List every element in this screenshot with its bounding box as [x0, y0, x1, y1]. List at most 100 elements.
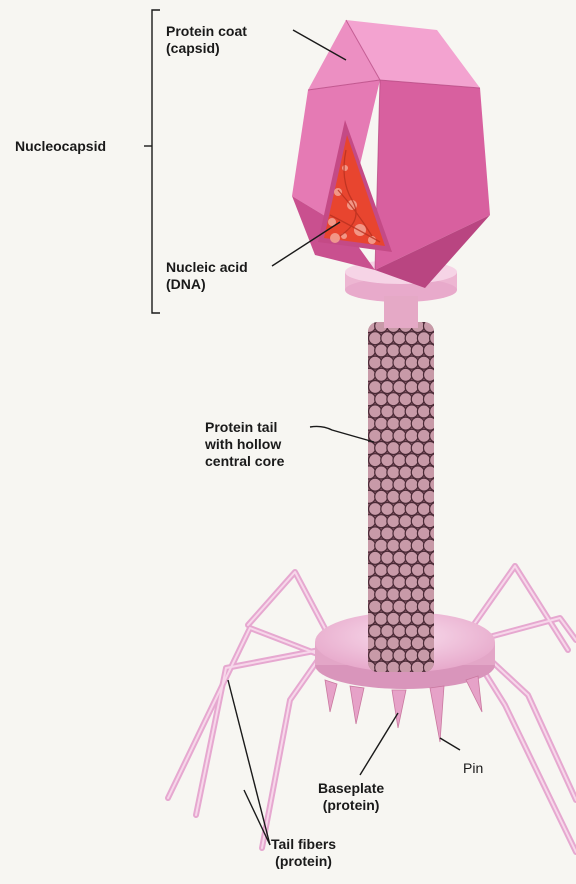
tail-protein-ring: [369, 551, 382, 564]
tail-protein-ring: [369, 649, 382, 662]
tail-protein-ring: [430, 576, 443, 589]
tail-protein-ring: [399, 417, 412, 430]
tail-fibers-line: Tail fibers: [271, 836, 336, 853]
tail-protein-ring: [417, 478, 430, 491]
tail-protein-ring: [387, 368, 400, 381]
tail-protein-ring: [424, 588, 437, 601]
tail-fibers-protein-line: (protein): [271, 853, 336, 870]
tail-protein-ring: [430, 600, 443, 613]
tail-protein-ring: [375, 588, 388, 601]
nucleocapsid-text: Nucleocapsid: [15, 138, 106, 154]
tail-protein-ring: [430, 527, 443, 540]
tail-protein-ring: [363, 466, 376, 479]
tail-protein-ring: [417, 503, 430, 516]
baseplate-protein-line: (protein): [318, 797, 384, 814]
tail-protein-ring: [375, 564, 388, 577]
tail-protein-ring: [411, 442, 424, 455]
tail-fibers-label: Tail fibers (protein): [271, 836, 336, 870]
tail-protein-ring: [417, 576, 430, 589]
tail-protein-ring: [399, 442, 412, 455]
tail-protein-ring: [387, 344, 400, 357]
tail-protein-ring: [424, 490, 437, 503]
tail-protein-ring: [424, 320, 437, 333]
tail-protein-ring: [387, 637, 400, 650]
tail-fiber: [248, 572, 330, 638]
tail-protein-ring: [411, 490, 424, 503]
tail-protein-ring: [381, 551, 394, 564]
tail-protein-ring: [417, 527, 430, 540]
nucleic-acid-label: Nucleic acid (DNA): [166, 259, 248, 293]
dna-line: (DNA): [166, 276, 248, 293]
tail-protein-ring: [363, 564, 376, 577]
tail-protein-ring: [405, 332, 418, 345]
tail-protein-ring: [369, 454, 382, 467]
tail-protein-ring: [381, 576, 394, 589]
tail-protein-ring: [375, 368, 388, 381]
tail-protein-ring: [369, 381, 382, 394]
tail-protein-ring: [381, 625, 394, 638]
tail-protein-ring: [393, 381, 406, 394]
tail-protein-ring: [424, 368, 437, 381]
tail-protein-ring: [411, 637, 424, 650]
tail-protein-ring: [387, 417, 400, 430]
tail-protein-ring: [393, 649, 406, 662]
tail-protein-ring: [399, 515, 412, 528]
hollow-line: with hollow: [205, 436, 284, 453]
protein-coat-label: Protein coat (capsid): [166, 23, 247, 57]
tail-protein-ring: [405, 381, 418, 394]
tail-protein-ring: [375, 612, 388, 625]
tail-protein-ring: [399, 368, 412, 381]
tail-protein-ring: [411, 539, 424, 552]
tail-protein-ring: [424, 466, 437, 479]
pin-label: Pin: [463, 760, 483, 777]
tail-protein-ring: [430, 381, 443, 394]
protein-tail-label: Protein tail with hollow central core: [205, 419, 284, 470]
tail-protein-ring: [399, 466, 412, 479]
tail-protein-ring: [375, 466, 388, 479]
tail-protein-ring: [369, 332, 382, 345]
pin-leader: [440, 738, 460, 750]
tail-protein-ring: [363, 344, 376, 357]
nucleic-acid-line: Nucleic acid: [166, 259, 248, 276]
tail-protein-ring: [393, 600, 406, 613]
tail-protein-ring: [411, 515, 424, 528]
tail-protein-ring: [381, 527, 394, 540]
tail-fibers-leader: [228, 680, 270, 845]
baseplate-label: Baseplate (protein): [318, 780, 384, 814]
tail-protein-ring: [393, 576, 406, 589]
tail-protein-ring: [411, 588, 424, 601]
tail-protein-ring: [405, 527, 418, 540]
tail-fiber: [485, 655, 576, 800]
tail-protein-ring: [405, 649, 418, 662]
tail-protein-ring: [363, 368, 376, 381]
tail-protein-ring: [387, 466, 400, 479]
tail-protein-ring: [375, 344, 388, 357]
tail-protein-ring: [411, 564, 424, 577]
protein-coat-capsid: [292, 20, 490, 288]
tail-protein-ring: [393, 503, 406, 516]
tail-protein-ring: [424, 417, 437, 430]
tail-protein-ring: [424, 515, 437, 528]
pin: [350, 686, 364, 724]
pin: [325, 680, 337, 712]
tail-protein-ring: [417, 356, 430, 369]
tail-protein-ring: [393, 527, 406, 540]
tail-protein-ring: [405, 454, 418, 467]
tail-protein-ring: [381, 405, 394, 418]
tail-protein-ring: [375, 442, 388, 455]
nucleocapsid-bracket: [152, 10, 160, 313]
tail-protein-ring: [369, 527, 382, 540]
tail-protein-ring: [381, 356, 394, 369]
tail-protein-ring: [369, 576, 382, 589]
tail-protein-ring: [381, 454, 394, 467]
capsid-line: (capsid): [166, 40, 247, 57]
tail-protein-ring: [430, 356, 443, 369]
tail-protein-ring: [430, 405, 443, 418]
tail-protein-ring: [369, 405, 382, 418]
nucleocapsid-label: Nucleocapsid: [15, 138, 106, 155]
tail-protein-ring: [375, 515, 388, 528]
tail-protein-ring: [430, 503, 443, 516]
tail-protein-ring: [399, 344, 412, 357]
